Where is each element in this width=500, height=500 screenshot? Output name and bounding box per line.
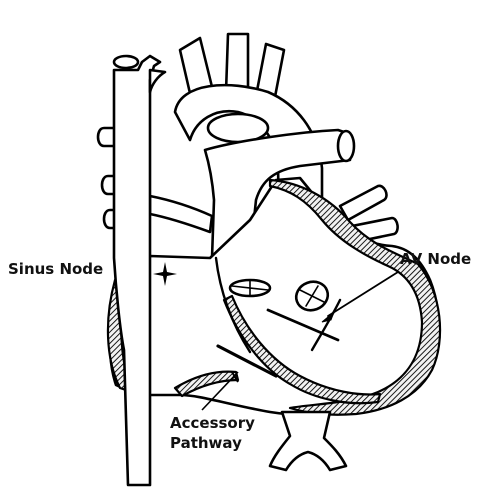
interior-lines	[214, 256, 342, 354]
myocardium	[106, 178, 442, 416]
sinus-node-marker	[153, 262, 177, 286]
accessory-pathway-label-line1: Accessory	[170, 414, 255, 432]
sinus-node-label: Sinus Node	[8, 260, 103, 278]
av-node-label: AV Node	[400, 250, 471, 268]
vena-cava	[112, 54, 167, 487]
av-node-pointer	[266, 271, 399, 342]
heart-valves	[228, 278, 330, 312]
accessory-pathway-marker	[216, 344, 278, 383]
pulmonary-artery	[203, 128, 356, 260]
accessory-pathway-leader	[201, 371, 239, 411]
accessory-pathway-label-line2: Pathway	[170, 434, 242, 452]
inferior-vessel	[268, 410, 348, 472]
